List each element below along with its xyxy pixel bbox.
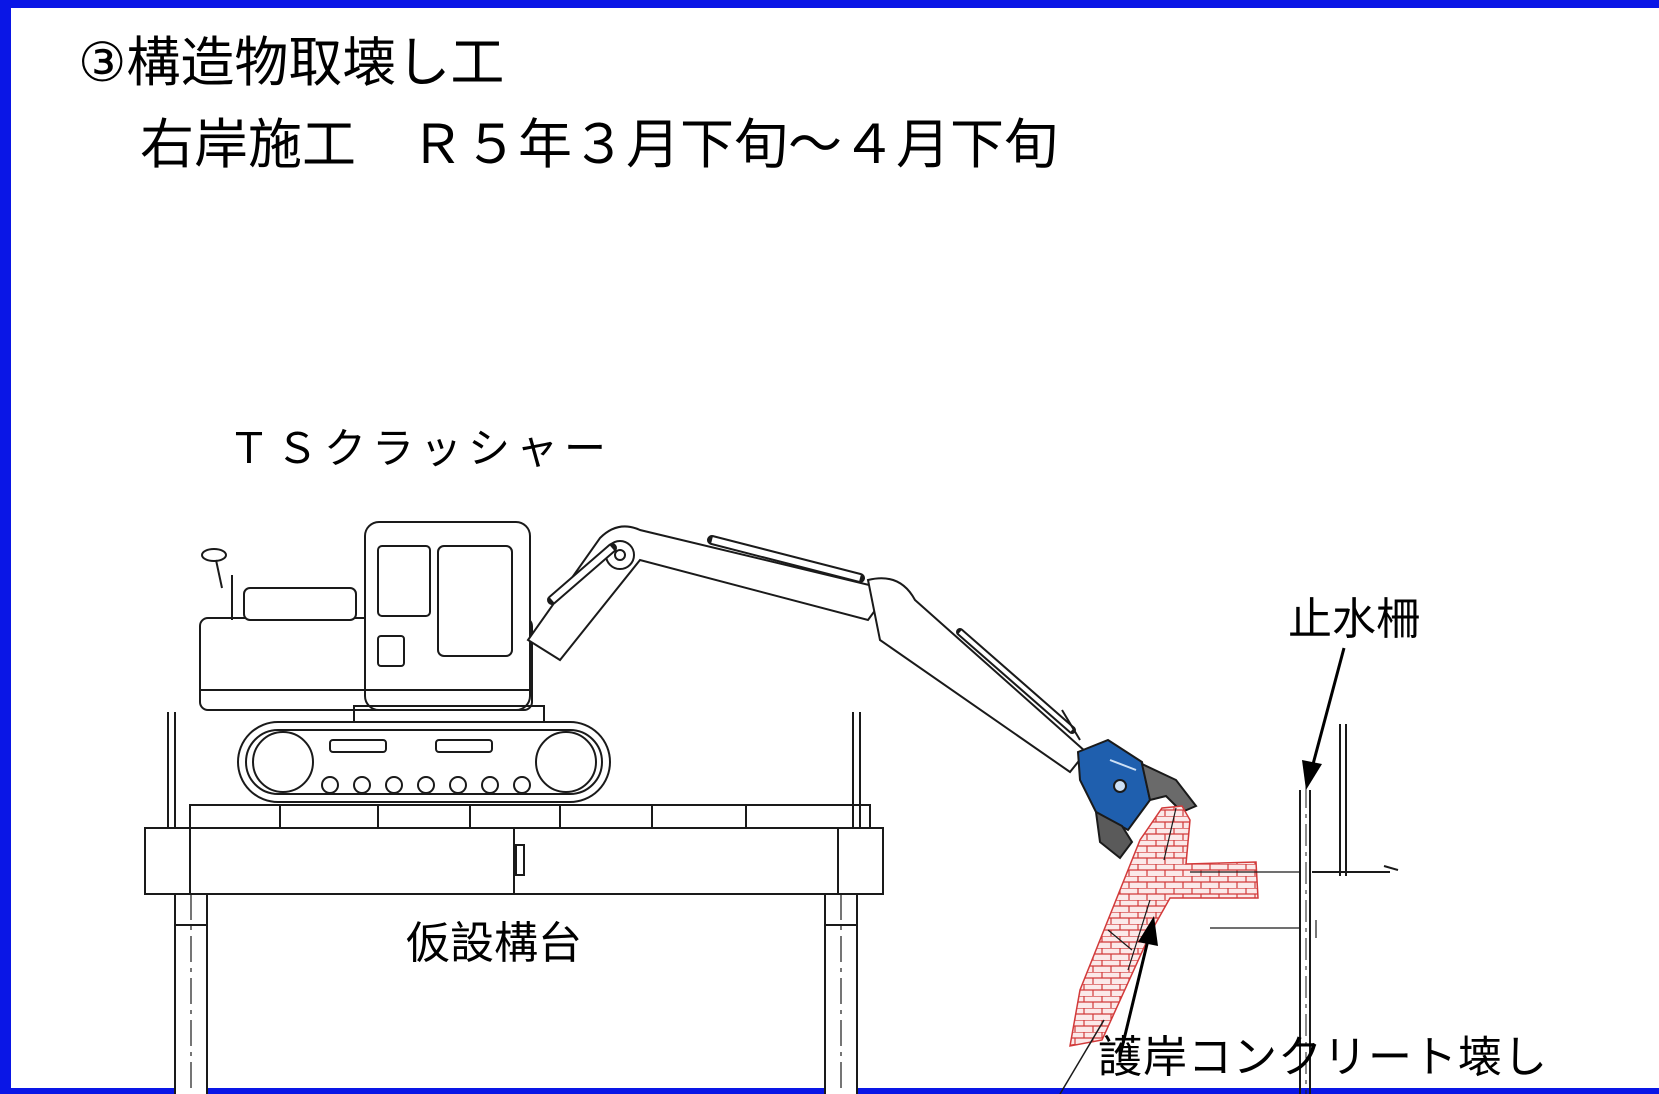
arrow-icon bbox=[1302, 647, 1346, 790]
crusher-attachment bbox=[1076, 738, 1198, 860]
page-title: ③構造物取壊し工 bbox=[78, 31, 505, 94]
excavator-crusher bbox=[199, 521, 1088, 803]
revetment-concrete bbox=[1059, 805, 1259, 1094]
temporary-deck-label: 仮設構台 bbox=[406, 918, 582, 969]
cutoff-fence-label: 止水柵 bbox=[1288, 594, 1420, 645]
cutoff-fence bbox=[1190, 724, 1399, 1094]
revetment-demolition-label: 護岸コンクリート壊し bbox=[1098, 1032, 1548, 1083]
arrow-icon bbox=[1118, 916, 1158, 1057]
temporary-deck bbox=[144, 712, 884, 1094]
crusher-label: ＴＳクラッシャー bbox=[228, 424, 613, 473]
schedule-subtitle: 右岸施工 Ｒ５年３月下旬～４月下旬 bbox=[140, 113, 1058, 176]
